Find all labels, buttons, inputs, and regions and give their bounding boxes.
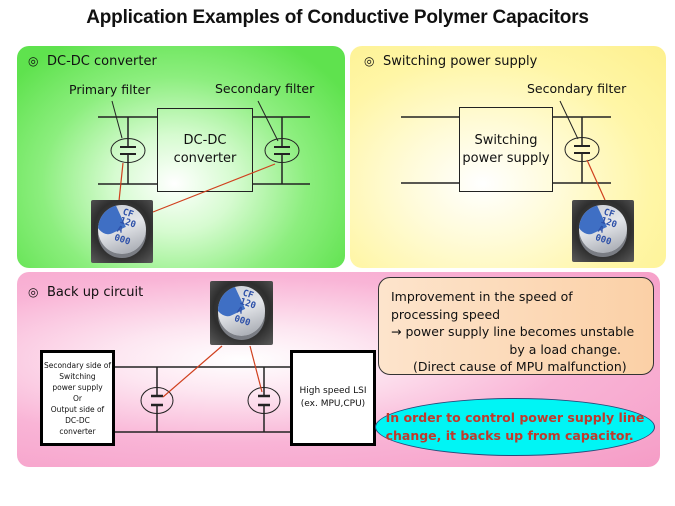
leader-line xyxy=(162,345,223,398)
note-line: → power supply line becomes unstable xyxy=(391,324,635,339)
source-line: Output side of xyxy=(50,404,105,414)
sps-cap-highlight xyxy=(564,137,600,162)
power-source-block: Secondary side of Switching power supply… xyxy=(40,350,115,446)
secondary-cap-highlight xyxy=(264,138,300,163)
source-line: converter xyxy=(59,426,96,436)
leader-line xyxy=(586,159,606,201)
switching-power-supply-block: Switching power supply xyxy=(459,107,553,192)
capacitor-photo: CF 120 A 000 xyxy=(91,200,153,263)
backup-cap2-highlight xyxy=(247,387,281,414)
dcdc-converter-panel xyxy=(17,46,345,268)
capacitor-photo: CF 120 A 000 xyxy=(210,281,273,345)
backup-panel-title-text: Back up circuit xyxy=(47,285,144,300)
capacitor-photo: CF 120 A 000 xyxy=(572,200,634,262)
dcdc-block-line1: DC-DC xyxy=(183,133,227,149)
lsi-line1: High speed LSI xyxy=(299,386,367,396)
switching-block-line2: power supply xyxy=(462,150,550,166)
secondary-filter-label: Secondary filter xyxy=(527,81,627,96)
source-line: Or xyxy=(73,393,82,403)
double-circle-icon: ◎ xyxy=(28,285,39,299)
high-speed-lsi-block: High speed LSI (ex. MPU,CPU) xyxy=(290,350,376,446)
dcdc-panel-title: ◎ DC-DC converter xyxy=(28,54,157,69)
callout-line1: In order to control power supply line xyxy=(385,410,645,425)
speed-improvement-note: Improvement in the speed of processing s… xyxy=(378,277,654,375)
primary-filter-pointer xyxy=(111,100,123,139)
secondary-filter-label: Secondary filter xyxy=(215,81,315,96)
leader-lines xyxy=(118,159,606,398)
page-title: Application Examples of Conductive Polym… xyxy=(86,7,589,28)
switching-panel-title-text: Switching power supply xyxy=(383,54,538,69)
note-line: by a load change. xyxy=(509,341,621,357)
backup-cap1-highlight xyxy=(140,387,174,414)
note-line: (Direct cause of MPU malfunction) xyxy=(413,359,627,374)
secondary-filter-pointer xyxy=(257,100,279,142)
note-line: processing speed xyxy=(391,306,501,322)
lsi-line2: (ex. MPU,CPU) xyxy=(300,399,366,409)
note-line: Improvement in the speed of xyxy=(391,289,573,304)
backup-panel-title: ◎ Back up circuit xyxy=(28,285,143,300)
sps-filter-pointer xyxy=(559,100,579,140)
source-line: Secondary side of xyxy=(43,360,112,370)
switching-panel-title: ◎ Switching power supply xyxy=(364,54,537,69)
double-circle-icon: ◎ xyxy=(28,54,39,68)
dcdc-converter-block: DC-DC converter xyxy=(157,108,253,192)
primary-cap-highlight xyxy=(110,138,146,163)
dcdc-block-line2: converter xyxy=(173,151,237,166)
backup-callout-ellipse: In order to control power supply line cha… xyxy=(375,398,655,456)
double-circle-icon: ◎ xyxy=(364,54,375,68)
primary-filter-label: Primary filter xyxy=(69,82,151,97)
source-line: DC-DC xyxy=(65,415,90,425)
source-line: power supply xyxy=(52,382,103,392)
leader-line xyxy=(152,163,276,213)
callout-line2: change, it backs up from capacitor. xyxy=(385,428,634,443)
leader-line xyxy=(249,345,263,393)
dcdc-panel-title-text: DC-DC converter xyxy=(47,54,157,69)
switching-block-line1: Switching xyxy=(474,132,538,148)
leader-line xyxy=(118,162,124,202)
source-line: Switching xyxy=(59,371,96,381)
